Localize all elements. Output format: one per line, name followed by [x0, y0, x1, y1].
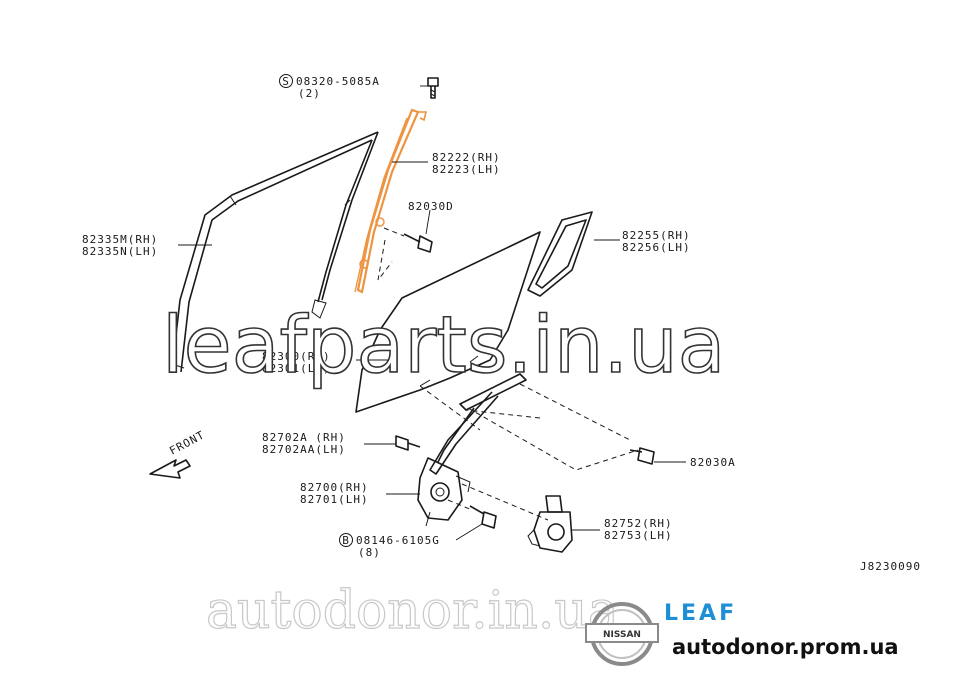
label-82030a: 82030A	[690, 456, 736, 469]
label-82701: 82701(LH)	[300, 493, 369, 506]
site-url: autodonor.prom.ua	[672, 635, 899, 659]
glass-run-weatherstrip	[171, 131, 379, 373]
diagram-code: J8230090	[860, 560, 921, 573]
callout-08320: S 08320-5085A (2)	[279, 74, 380, 100]
front-label: FRONT	[167, 428, 207, 457]
label-82335n: 82335N(LH)	[82, 245, 158, 258]
nissan-logo: NISSAN	[585, 602, 659, 666]
label-82030d: 82030D	[408, 200, 454, 213]
screw-08320	[427, 77, 439, 99]
watermark-leafparts: leafparts.in.ua	[162, 301, 725, 391]
bolt-08146	[469, 505, 497, 529]
label-82702aa: 82702AA(LH)	[262, 443, 346, 456]
label-82223: 82223(LH)	[432, 163, 501, 176]
callout-08146: B 08146-6105G (8)	[339, 533, 440, 559]
label-82255: 82255(RH)	[622, 229, 691, 242]
door-sash-channel	[354, 108, 428, 294]
badge-s: S	[282, 75, 290, 88]
partition-glass	[527, 211, 593, 297]
label-82752: 82752(RH)	[604, 517, 673, 530]
label-82753: 82753(LH)	[604, 529, 673, 542]
label-82222: 82222(RH)	[432, 151, 501, 164]
label-82702a: 82702A (RH)	[262, 431, 346, 444]
qty-08146: (8)	[358, 546, 381, 559]
label-82300: 82300(RH)	[262, 350, 331, 363]
bolt-82030a	[629, 447, 655, 465]
label-82700: 82700(RH)	[300, 481, 369, 494]
watermark-autodonor: autodonor.in.ua	[206, 581, 619, 641]
nissan-text: NISSAN	[603, 630, 641, 640]
label-82301: 82301(LH)	[262, 362, 331, 375]
assembly-dashed-lines	[419, 383, 639, 521]
door-glass	[355, 231, 541, 413]
leader-lines	[178, 85, 686, 541]
label-82256: 82256(LH)	[622, 241, 691, 254]
bolt-82030d	[377, 227, 433, 281]
window-regulator	[417, 373, 527, 527]
label-08146: 08146-6105G	[356, 534, 440, 547]
regulator-motor	[527, 495, 573, 553]
bolt-82702a	[395, 435, 421, 451]
leaf-logo-text: LEAF	[664, 601, 737, 626]
label-82335m: 82335M(RH)	[82, 233, 158, 246]
badge-b: B	[342, 534, 350, 547]
qty-08320: (2)	[298, 87, 321, 100]
front-arrow: FRONT	[149, 428, 207, 479]
label-08320: 08320-5085A	[296, 75, 380, 88]
